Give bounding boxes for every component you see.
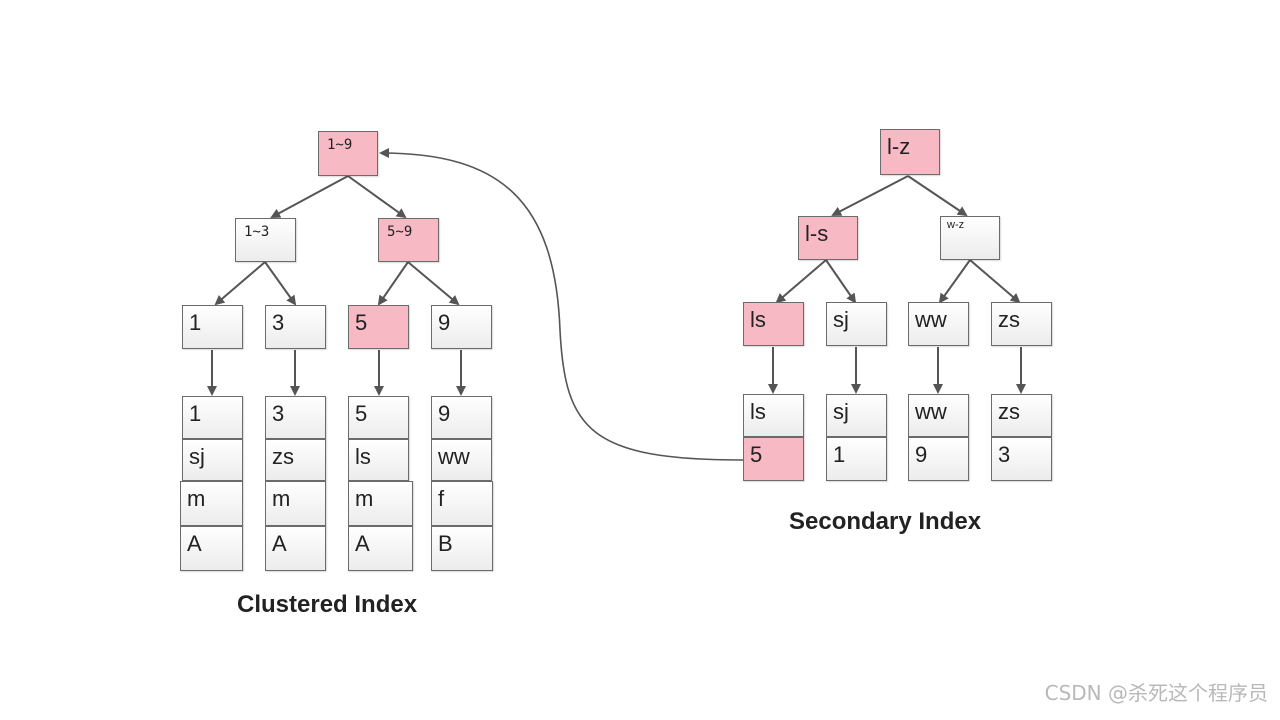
edge-clustered-5-9-to-5 [377,261,409,306]
edge-secondary-w-z-to-zs [969,259,1021,304]
clustered-row-cell: 5 [348,396,409,439]
clustered-root-node: 1~9 [318,131,378,176]
clustered-leaf-node: 9 [431,305,492,349]
secondary-row-cell: zs [991,394,1052,437]
secondary-leaf-node: ls [743,302,804,346]
secondary-row-cell: sj [826,394,887,437]
watermark: CSDN @杀死这个程序员 [1044,681,1268,705]
secondary-row-cell: ww [908,394,969,437]
clustered-row-cell: m [265,481,326,526]
secondary-row-cell: 1 [826,437,887,481]
secondary-leaf-node: ww [908,302,969,346]
clustered-leaf-node: 5 [348,305,409,349]
clustered-row-cell: m [348,481,413,526]
edge-secondary-l-s-to-sj [825,259,857,304]
edge-clustered-root-left [270,175,349,218]
clustered-row-cell: zs [265,439,326,481]
clustered-row-cell: B [431,526,493,571]
secondary-row-cell: 5 [743,437,804,481]
secondary-leaf-node: sj [826,302,887,346]
edge-clustered-5-9-to-9 [407,261,460,306]
clustered-row-cell: A [265,526,326,571]
clustered-row-cell: sj [182,439,243,481]
clustered-internal-node-right: 5~9 [378,218,439,262]
clustered-row-cell: A [348,526,413,571]
clustered-index-caption: Clustered Index [237,591,418,618]
secondary-internal-node-right: w-z [940,216,1000,260]
secondary-row-cell: 3 [991,437,1052,481]
secondary-root-node: l-z [880,129,940,175]
edge-secondary-w-z-to-ww [938,259,971,304]
clustered-leaf-node: 3 [265,305,326,349]
edge-secondary-l-s-to-ls [775,259,827,304]
clustered-row-cell: A [180,526,243,571]
clustered-row-cell: 1 [182,396,243,439]
clustered-row-cell: f [431,481,493,526]
edge-secondary-root-right [907,175,968,217]
edge-clustered-1-3-to-3 [264,261,297,306]
edge-clustered-1-3-to-1 [214,261,266,306]
secondary-index-caption: Secondary Index [789,508,982,535]
clustered-row-cell: m [180,481,243,526]
edge-secondary-root-left [831,175,909,216]
edge-clustered-root-right [347,175,407,219]
clustered-row-cell: 3 [265,396,326,439]
secondary-row-cell: ls [743,394,804,437]
clustered-row-cell: ww [431,439,492,481]
clustered-row-cell: 9 [431,396,492,439]
clustered-row-cell: ls [348,439,409,481]
secondary-row-cell: 9 [908,437,969,481]
clustered-internal-node-left: 1~3 [235,218,296,262]
clustered-leaf-node: 1 [182,305,243,349]
secondary-leaf-node: zs [991,302,1052,346]
secondary-internal-node-left: l-s [798,216,858,260]
